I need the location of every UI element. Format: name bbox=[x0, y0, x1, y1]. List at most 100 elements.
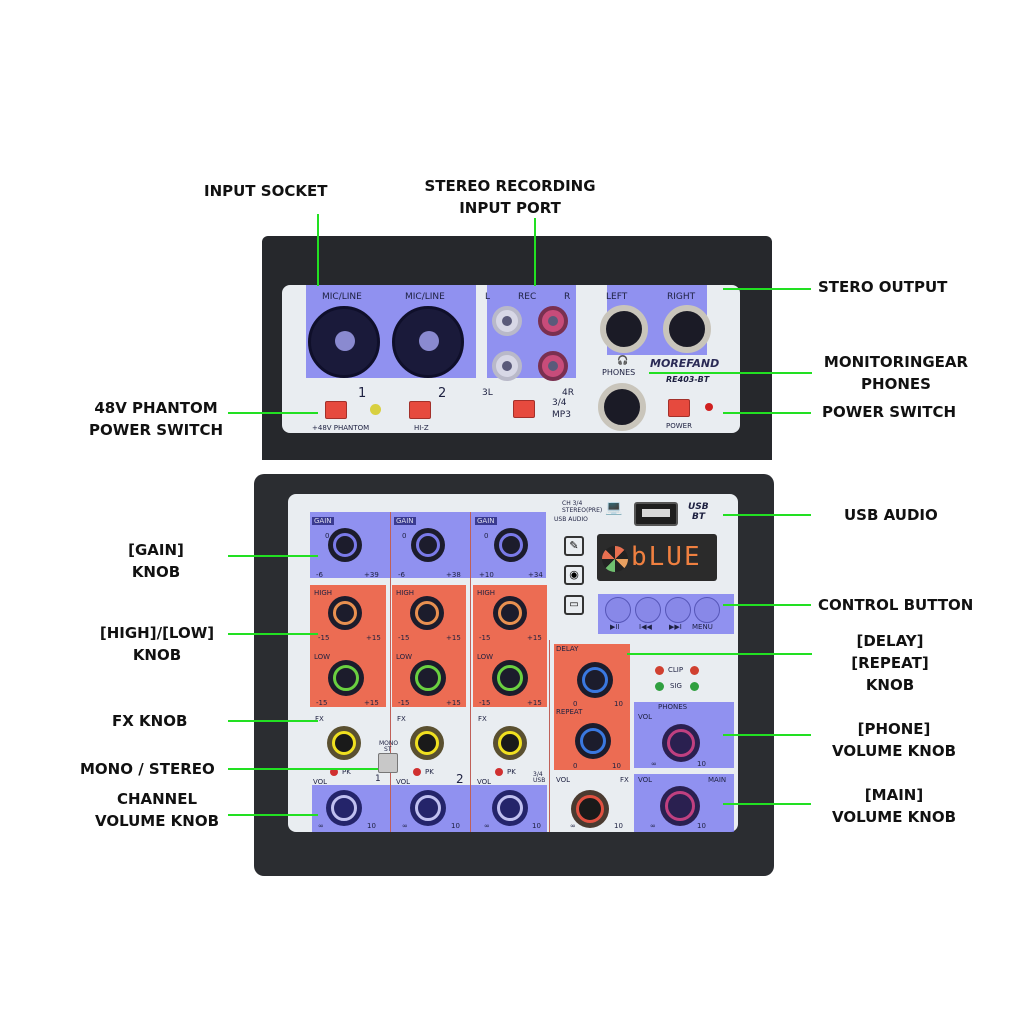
ch2-fx-knob[interactable] bbox=[410, 726, 444, 760]
highlow-callout: [HIGH]/[LOW]KNOB bbox=[99, 624, 215, 664]
ch2-low-knob[interactable] bbox=[410, 660, 446, 696]
mono-stereo-button[interactable] bbox=[378, 753, 398, 773]
ch2-gain-label: GAIN bbox=[394, 517, 416, 525]
clip-led-right bbox=[690, 666, 699, 675]
ch1-high-knob[interactable] bbox=[328, 596, 362, 630]
ch3-peak-led bbox=[495, 768, 503, 776]
disc-indicator-icon bbox=[602, 546, 628, 572]
fx-vol-label: VOL bbox=[556, 776, 571, 784]
ch3-low-min: -15 bbox=[479, 699, 491, 707]
channel-divider bbox=[470, 512, 471, 832]
ch1-gain-min: -6 bbox=[316, 571, 323, 579]
repeat-label: REPEAT bbox=[556, 708, 583, 716]
ch1-low-label: LOW bbox=[314, 653, 331, 661]
delay-label: DELAY bbox=[556, 645, 579, 653]
delay-max: 10 bbox=[614, 700, 623, 708]
menu-button[interactable] bbox=[694, 597, 720, 623]
usb-stereo-pre-label: STEREO(PRE) bbox=[562, 507, 603, 514]
ch2-gain-knob[interactable] bbox=[411, 528, 445, 562]
ch2-fx-label: FX bbox=[397, 715, 406, 723]
phones-section-label: PHONES bbox=[658, 703, 688, 711]
phones-jack[interactable] bbox=[598, 383, 646, 431]
ch3-gain-min: +10 bbox=[479, 571, 494, 579]
ch1-vol-label: VOL bbox=[313, 778, 328, 786]
ch3-gain-knob[interactable] bbox=[494, 528, 528, 562]
ch1-volume-knob[interactable] bbox=[326, 790, 362, 826]
usb-audio-label: USB AUDIO bbox=[554, 516, 588, 523]
highlow-line bbox=[228, 633, 318, 635]
next-button[interactable] bbox=[665, 597, 691, 623]
ch1-fx-knob[interactable] bbox=[327, 726, 361, 760]
previous-button[interactable] bbox=[635, 597, 661, 623]
phantom-label: +48V PHANTOM bbox=[312, 424, 370, 432]
ch3-vol-label: VOL bbox=[477, 778, 492, 786]
usb-port[interactable] bbox=[634, 502, 678, 526]
rca-input-l-top[interactable] bbox=[492, 306, 522, 336]
ch1-gain-zero: 0 bbox=[325, 532, 330, 540]
control-button-callout: CONTROL BUTTON bbox=[818, 596, 974, 614]
headphones-icon: 🎧 bbox=[617, 356, 629, 366]
rca-input-r-bottom[interactable] bbox=[538, 351, 568, 381]
ch1-high-max: +15 bbox=[366, 634, 381, 642]
usb-audio-line bbox=[723, 514, 811, 516]
ch2-high-knob[interactable] bbox=[410, 596, 444, 630]
ch1-fx-label: FX bbox=[315, 715, 324, 723]
gain-line bbox=[228, 555, 318, 557]
main-volume-knob[interactable] bbox=[660, 786, 700, 826]
xlr-combo-input-1[interactable] bbox=[308, 306, 380, 378]
sig-led-left bbox=[655, 682, 664, 691]
model-label: RE403-BT bbox=[666, 375, 710, 384]
source-select-button[interactable] bbox=[513, 400, 535, 418]
play-pause-button[interactable] bbox=[605, 597, 631, 623]
fx-vol-max: 10 bbox=[614, 822, 623, 830]
phantom-power-button[interactable] bbox=[325, 401, 347, 419]
pc-usb-icon: ▭ bbox=[564, 595, 584, 615]
channel-vol-line bbox=[228, 814, 318, 816]
repeat-knob[interactable] bbox=[575, 723, 611, 759]
stereo-output-line bbox=[723, 288, 811, 290]
xlr-combo-input-2[interactable] bbox=[392, 306, 464, 378]
laptop-usb-icon: 💻 bbox=[605, 500, 623, 516]
ch3-volume-knob[interactable] bbox=[492, 790, 528, 826]
main-vol-label: VOL bbox=[638, 776, 653, 784]
sig-led-right bbox=[690, 682, 699, 691]
main-vol-max: 10 bbox=[697, 822, 706, 830]
main-vol-min: ∞ bbox=[650, 822, 656, 830]
ch3-low-knob[interactable] bbox=[492, 660, 528, 696]
ch2-volume-knob[interactable] bbox=[410, 790, 446, 826]
ch1-vol-max: 10 bbox=[367, 822, 376, 830]
ch2-high-max: +15 bbox=[446, 634, 461, 642]
ch2-high-min: -15 bbox=[398, 634, 410, 642]
power-button[interactable] bbox=[668, 399, 690, 417]
monitoring-line bbox=[649, 372, 812, 374]
hiz-button[interactable] bbox=[409, 401, 431, 419]
delay-repeat-callout: [DELAY][REPEAT]KNOB bbox=[851, 632, 929, 694]
source-mp3-label: MP3 bbox=[552, 410, 571, 420]
right-output-jack[interactable] bbox=[663, 305, 711, 353]
power-led bbox=[705, 403, 713, 411]
power-label: POWER bbox=[666, 422, 692, 430]
usb-bt-label-1: USB bbox=[688, 502, 709, 512]
phones-vol-max: 10 bbox=[697, 760, 706, 768]
ch3l-label: 3L bbox=[482, 388, 493, 398]
phones-volume-knob[interactable] bbox=[662, 724, 700, 762]
ch2-low-min: -15 bbox=[398, 699, 410, 707]
main-vol-line bbox=[723, 803, 811, 805]
ch1-gain-knob[interactable] bbox=[328, 528, 362, 562]
ch2-vol-min: ∞ bbox=[402, 822, 408, 830]
ch1-low-knob[interactable] bbox=[328, 660, 364, 696]
rca-input-l-bottom[interactable] bbox=[492, 351, 522, 381]
left-output-jack[interactable] bbox=[600, 305, 648, 353]
mono-st-label-1: MONO bbox=[379, 740, 399, 747]
ch2-gain-zero: 0 bbox=[402, 532, 407, 540]
fx-volume-knob[interactable] bbox=[571, 790, 609, 828]
ch3-fx-knob[interactable] bbox=[493, 726, 527, 760]
delay-knob[interactable] bbox=[577, 662, 613, 698]
rca-input-r-top[interactable] bbox=[538, 306, 568, 336]
ch1-high-label: HIGH bbox=[314, 589, 333, 597]
ch2-gain-min: -6 bbox=[398, 571, 405, 579]
ch3-high-knob[interactable] bbox=[493, 596, 527, 630]
channel-divider bbox=[549, 640, 550, 832]
rec-label: REC bbox=[518, 292, 537, 302]
